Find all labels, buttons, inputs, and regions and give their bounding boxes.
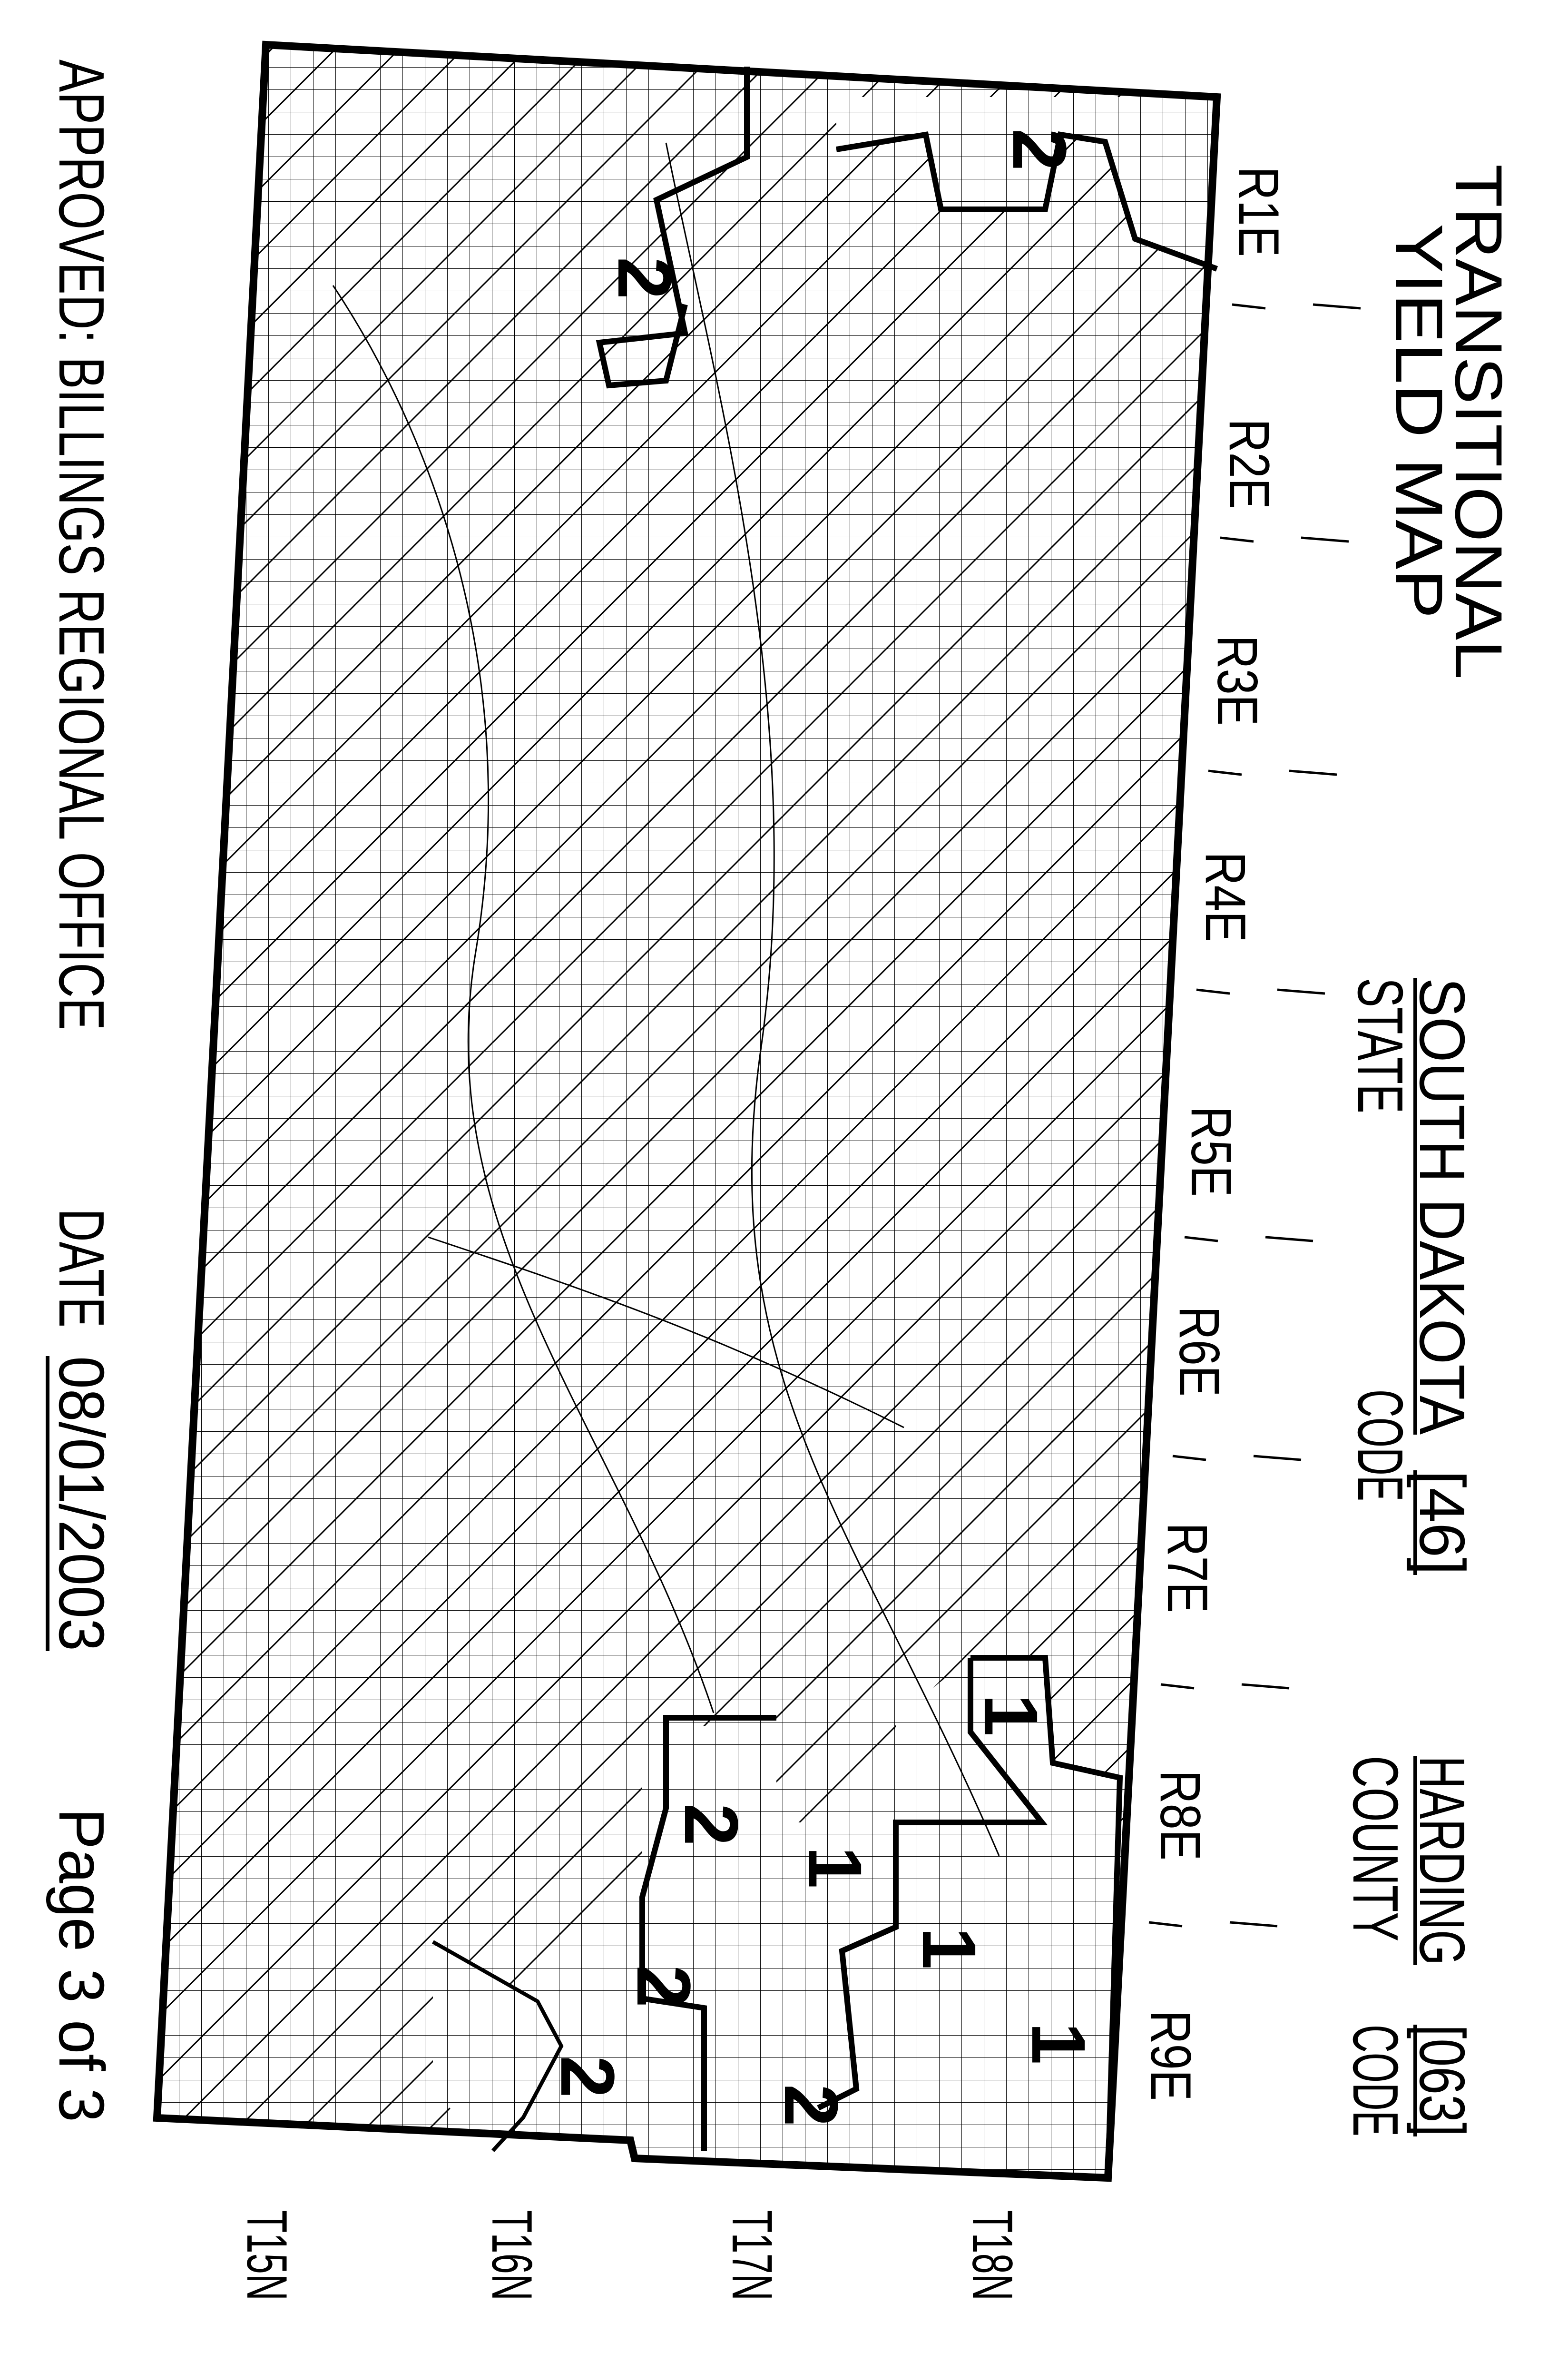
title-line1: TRANSITIONAL — [1441, 164, 1516, 679]
zone-label: 2 — [602, 257, 687, 299]
range-separator — [1148, 1921, 1183, 1928]
zone-label: 2 — [669, 1803, 754, 1846]
hatched-zone — [143, 38, 1237, 2189]
state-name: SOUTH DAKOTA — [1406, 978, 1478, 1435]
county-outline — [153, 40, 1221, 2182]
zone-label: 1 — [793, 1846, 878, 1889]
range-label: R3E — [1205, 635, 1269, 726]
state-label: STATE — [1344, 978, 1416, 1113]
zone-label: 2 — [621, 1965, 706, 2008]
range-separator — [1232, 303, 1266, 310]
zone-label: 1 — [907, 1927, 992, 1969]
range-labels: R1E R2E R3E R4E R5E R6E R7E R8E R9E — [1139, 167, 1361, 2101]
date-value: 08/01/2003 — [46, 1356, 118, 1651]
range-separator — [1196, 988, 1230, 995]
zone-label: 1 — [1016, 2022, 1101, 2065]
county-label: COUNTY — [1340, 1756, 1411, 1941]
range-separator — [1253, 1455, 1302, 1461]
range-separator — [1265, 1236, 1313, 1242]
date-label: DATE — [46, 1209, 118, 1328]
zone-label: 2 — [769, 2084, 854, 2126]
zone-boundary — [970, 1655, 1123, 2178]
zone-label: 2 — [997, 128, 1082, 171]
zone-boundary — [432, 1940, 564, 2152]
range-separator — [1160, 1683, 1195, 1690]
range-label: R8E — [1148, 1770, 1212, 1860]
range-label: R6E — [1167, 1306, 1231, 1397]
range-separator — [1229, 1921, 1278, 1928]
township-label: T17N — [720, 2210, 784, 2301]
township-label: T15N — [235, 2210, 299, 2301]
range-label: R2E — [1217, 419, 1281, 509]
range-separator — [1277, 988, 1325, 995]
page-number: Page 3 of 3 — [46, 1808, 118, 2122]
range-separator — [1289, 769, 1337, 776]
zone-boundary — [596, 67, 750, 389]
township-labels: T18N T17N T16N T15N — [235, 2210, 1024, 2301]
zone-boundary — [639, 1715, 776, 2151]
approved-by: APPROVED: BILLINGS REGIONAL OFFICE — [46, 59, 118, 1030]
township-label: T18N — [960, 2210, 1024, 2301]
county-code: [063] — [1406, 2025, 1478, 2136]
range-label: R4E — [1194, 852, 1257, 942]
county-name: HARDING — [1406, 1756, 1478, 1965]
range-label: R1E — [1227, 167, 1291, 257]
range-separator — [1220, 536, 1254, 543]
range-separator — [1184, 1236, 1218, 1242]
range-separator — [1301, 536, 1349, 543]
range-separator — [1208, 769, 1242, 776]
state-code-label: CODE — [1344, 1389, 1416, 1501]
county-code-label: CODE — [1340, 2025, 1411, 2136]
zone-label: 2 — [545, 2056, 630, 2098]
range-separator — [1241, 1683, 1290, 1690]
title-line2: YIELD MAP — [1382, 224, 1457, 619]
range-separator — [1313, 303, 1361, 310]
range-separator — [1172, 1455, 1206, 1461]
range-label: R7E — [1156, 1523, 1219, 1613]
zone-boundary — [817, 1658, 1048, 2111]
township-label: T16N — [480, 2210, 544, 2301]
state-code: [46] — [1406, 1470, 1478, 1575]
zone-boundary — [836, 131, 1218, 272]
range-label: R9E — [1139, 2010, 1203, 2101]
zone-label: 1 — [969, 1694, 1054, 1736]
range-label: R5E — [1179, 1106, 1243, 1197]
